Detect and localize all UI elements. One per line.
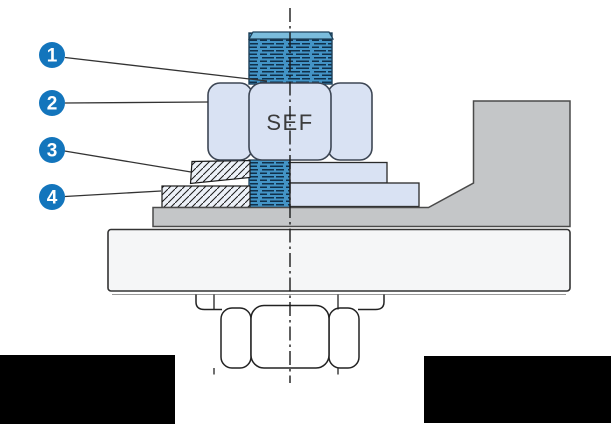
threaded-stud-mid [248,159,291,209]
nut-label: SEF [266,110,313,135]
base-plate [107,228,571,292]
leader-line-4 [64,190,162,198]
redaction-block-right [424,356,611,423]
leader-lines [64,56,268,198]
washer-upper [289,161,388,184]
callout-4: 4 [39,184,65,210]
clamping-plate [161,185,251,209]
callout-1: 1 [39,42,65,68]
hex-washer-face-left [195,294,222,311]
callouts: 1 2 3 4 [39,42,65,210]
callout-2-circle [39,90,65,116]
hex-nut [207,82,373,161]
callout-4-circle [39,184,65,210]
hex-washer-face-right [358,294,385,311]
hex-face-left [220,307,252,369]
leader-line-3 [64,150,192,173]
callout-1-number: 1 [47,46,58,67]
callout-3-number: 3 [47,141,58,162]
leader-line-1 [64,56,268,82]
mounting-bracket [152,100,571,228]
callout-2-number: 2 [47,94,58,115]
callout-3-circle [39,137,65,163]
wedge-washer [189,159,251,185]
stud-top-bevel [247,31,335,40]
redaction-block-left [0,355,175,424]
nut-face-left [207,82,253,161]
nut-face-right [327,82,373,161]
callout-3: 3 [39,137,65,163]
callout-4-number: 4 [47,188,58,209]
callout-2: 2 [39,90,65,116]
threaded-stud-top [247,31,335,85]
callout-1-circle [39,42,65,68]
leader-line-2 [64,101,209,104]
washer-lower [289,182,420,208]
hex-face-right [328,307,360,369]
